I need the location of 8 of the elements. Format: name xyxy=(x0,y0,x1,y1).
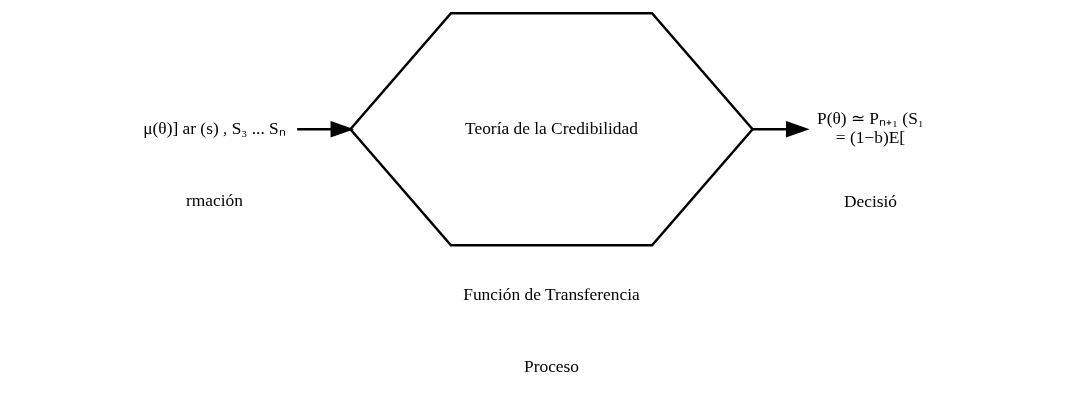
arrow xyxy=(752,120,810,138)
node-label: Función de Transferencia xyxy=(462,285,640,305)
node-text: P(θ) ≃ Pₙ₊₁ (S₁ = (1−b)E[ xyxy=(816,109,924,148)
node-label: Proceso xyxy=(523,357,579,377)
node-label: rmación xyxy=(185,190,243,210)
node-text: μ(θ)] ar (s) , S₃ ... Sₙ xyxy=(142,118,286,138)
node-label: Decisió xyxy=(843,192,897,212)
arrow xyxy=(296,120,354,138)
